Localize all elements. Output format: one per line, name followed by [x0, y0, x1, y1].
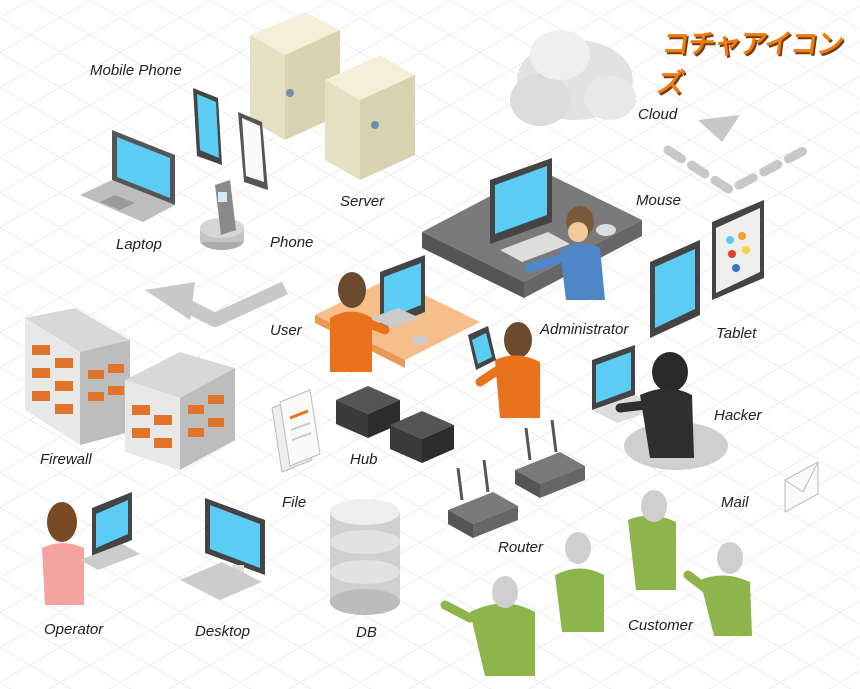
tablet-user-icon	[468, 322, 540, 418]
label-firewall: Firewall	[40, 451, 92, 468]
laptop-icon	[80, 130, 175, 222]
label-user: User	[270, 322, 302, 339]
label-operator: Operator	[44, 621, 104, 638]
label-hub: Hub	[350, 451, 378, 468]
return-arrow-icon	[145, 281, 288, 327]
label-router: Router	[498, 539, 544, 556]
mobile-phone-icon	[193, 88, 268, 190]
label-hacker: Hacker	[714, 407, 762, 424]
router-icon	[448, 419, 585, 538]
label-mail: Mail	[721, 494, 749, 511]
dashed-arrow-head-icon	[698, 115, 740, 142]
label-laptop: Laptop	[116, 236, 162, 253]
label-phone: Phone	[270, 234, 314, 251]
server-icon	[250, 12, 415, 180]
label-customer: Customer	[628, 617, 694, 634]
label-db: DB	[356, 624, 377, 641]
user-person-icon	[330, 272, 390, 372]
label-server: Server	[340, 193, 385, 210]
mouse-icon	[596, 224, 616, 236]
database-icon	[330, 499, 400, 615]
hub-icon	[336, 386, 454, 463]
administrator-person-icon	[525, 206, 605, 300]
label-tablet: Tablet	[716, 325, 757, 342]
brand-logo: コチャアイコンズ	[654, 29, 845, 99]
label-desktop: Desktop	[195, 623, 251, 640]
dashed-arrow-icon	[663, 145, 810, 196]
desktop-icon	[180, 498, 265, 600]
label-administrator: Administrator	[540, 321, 629, 338]
label-mobile-phone: Mobile Phone	[90, 62, 182, 79]
mail-icon	[784, 461, 819, 513]
operator-icon	[42, 492, 140, 605]
desk-phone-icon	[200, 180, 244, 250]
label-mouse: Mouse	[636, 192, 682, 209]
customer-icon	[440, 490, 752, 676]
tablet-icon	[650, 200, 764, 338]
file-icon	[271, 389, 321, 473]
label-file: File	[282, 494, 307, 511]
cloud-icon	[510, 30, 636, 126]
firewall-icon	[25, 308, 235, 470]
hacker-icon	[592, 345, 728, 470]
label-cloud: Cloud	[638, 106, 678, 123]
